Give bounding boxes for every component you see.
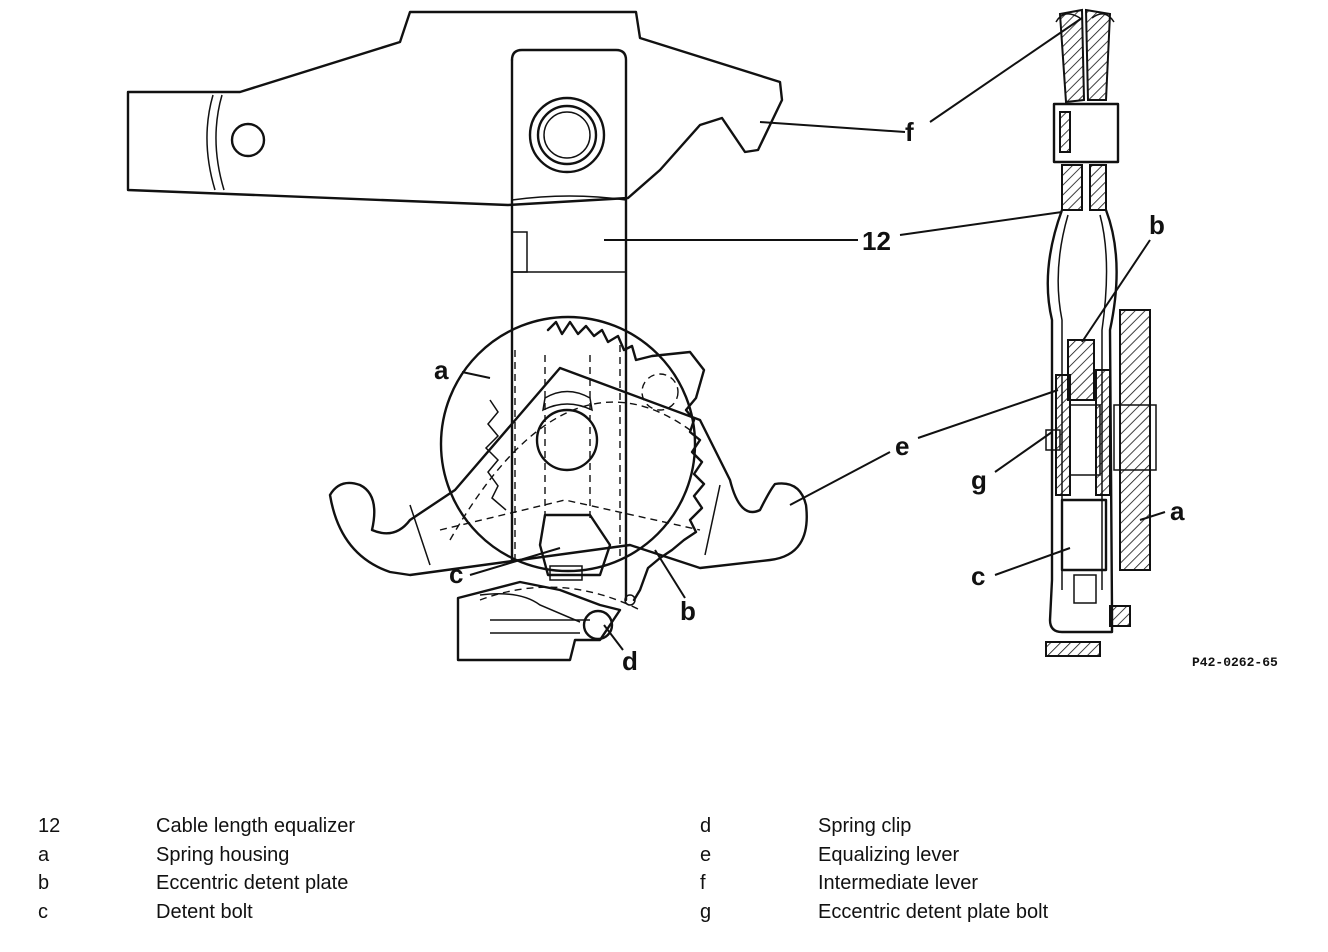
cable-equalizer-bar <box>510 48 628 602</box>
callout-f: f <box>905 117 914 147</box>
legend-row: d Spring clip <box>700 812 1048 841</box>
callout-g: g <box>971 465 987 495</box>
legend-row: f Intermediate lever <box>700 869 1048 898</box>
legend-row: g Eccentric detent plate bolt <box>700 898 1048 927</box>
callout-a-front: a <box>434 355 449 385</box>
eccentric-detent-plate <box>546 320 706 602</box>
legend-row: a Spring housing <box>38 841 355 870</box>
callout-b-front: b <box>680 596 696 626</box>
lower-bracket <box>456 580 622 662</box>
legend-label: Cable length equalizer <box>156 815 356 837</box>
legend-row: b Eccentric detent plate <box>38 869 355 898</box>
legend-label: Spring housing <box>156 843 290 866</box>
legend-row: c Detent bolt <box>38 898 355 927</box>
legend-label: Intermediate lever <box>818 872 979 894</box>
callout-c-side: c <box>971 561 985 591</box>
legend-label: Eccentric detent plate <box>156 872 349 894</box>
callout-12: 12 <box>862 226 891 256</box>
legend-key: g <box>700 900 712 923</box>
legend-key: 12 <box>38 815 61 837</box>
callout-e: e <box>895 431 909 461</box>
callout-a-side: a <box>1170 496 1185 526</box>
callout-b-side: b <box>1149 210 1165 240</box>
technical-drawing: f 12 a e c b d b g a c P42-0262-65 <box>126 8 1278 676</box>
legend-label: Detent bolt <box>156 900 253 923</box>
side-section-view <box>1045 8 1157 657</box>
intermediate-lever-shape <box>126 10 784 207</box>
legend-row: 12 Cable length equalizer <box>38 812 355 841</box>
detent-bolt <box>538 513 612 577</box>
callout-d: d <box>622 646 638 676</box>
pivot-hole-left <box>230 122 266 158</box>
figure-reference: P42-0262-65 <box>1192 655 1278 670</box>
legend-label: Equalizing lever <box>818 843 960 866</box>
legend-key: d <box>700 815 712 837</box>
legend-right-column: d Spring clip e Equalizing lever f Intermed… <box>700 812 1048 926</box>
spring-clip <box>582 609 614 641</box>
side-equalizer-body <box>1046 208 1118 634</box>
legend-label: Spring clip <box>818 815 912 837</box>
legend-label: Eccentric detent plate bolt <box>818 900 1049 923</box>
legend-left-column: 12 Cable length equalizer a Spring housing… <box>38 812 355 926</box>
center-bolt <box>535 408 599 472</box>
spring-housing <box>439 315 697 573</box>
equalizing-lever <box>328 366 808 577</box>
front-view <box>126 10 808 662</box>
upper-pivot-bolt <box>528 96 606 174</box>
legend-key: a <box>38 843 50 866</box>
callout-c-front: c <box>449 559 463 589</box>
legend-key: b <box>38 872 50 894</box>
legend-key: e <box>700 843 712 866</box>
legend-key: c <box>38 900 48 923</box>
legend-key: f <box>700 872 706 894</box>
leader-lines <box>461 17 1166 651</box>
legend-row: e Equalizing lever <box>700 841 1048 870</box>
